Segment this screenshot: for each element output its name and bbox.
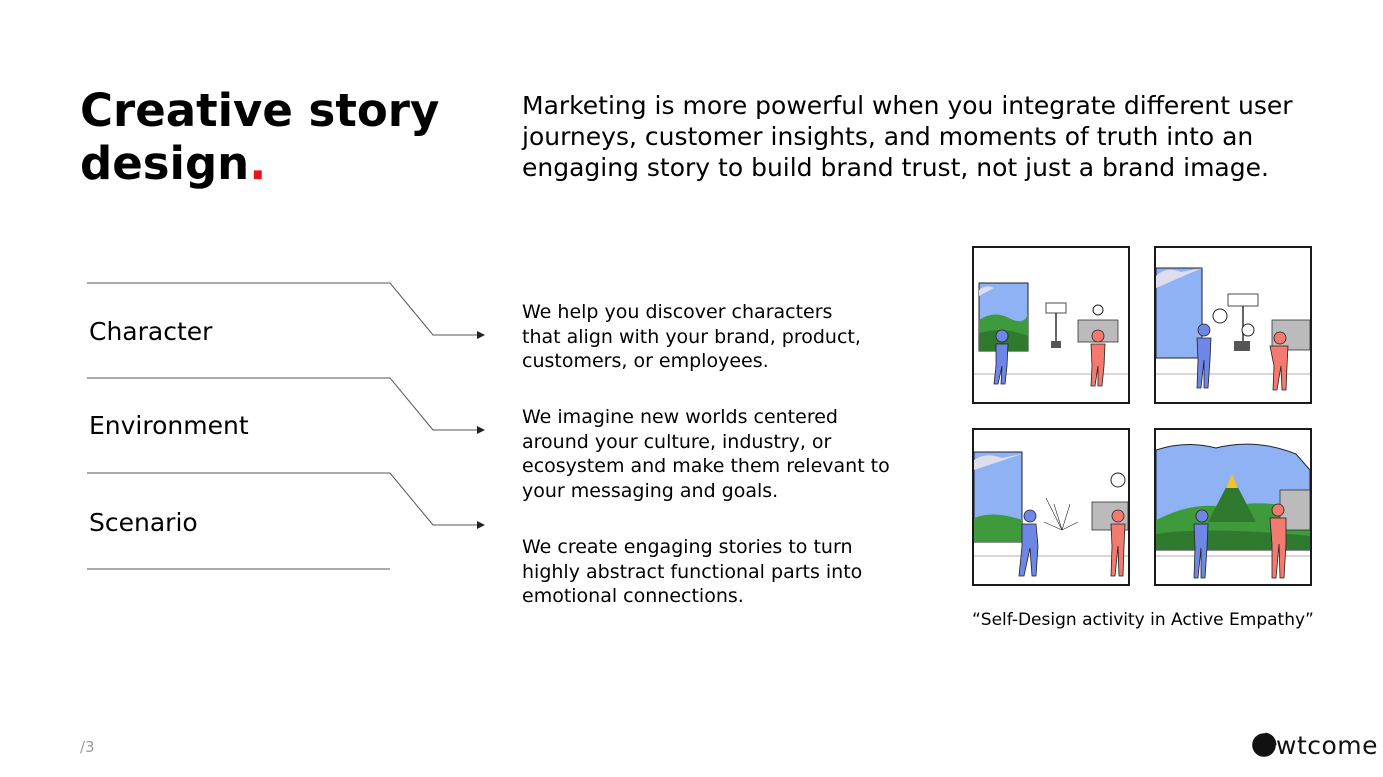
- page-number: /3: [80, 738, 95, 756]
- intro-paragraph: Marketing is more powerful when you inte…: [522, 91, 1293, 182]
- comic-panel-1: [972, 246, 1130, 404]
- connector-scenario: [87, 472, 485, 529]
- comic-panel-2: [1154, 246, 1312, 404]
- pillar-description-character: We help you discover characters that ali…: [522, 301, 861, 372]
- comic-panel-3: [972, 428, 1130, 586]
- page-title: Creative story design.: [80, 84, 500, 190]
- pillar-connectors: [87, 282, 485, 570]
- comic-caption: “Self-Design activity in Active Empathy”: [972, 610, 1314, 630]
- pillar-description-scenario: We create engaging stories to turn highl…: [522, 536, 863, 607]
- title-accent-dot: .: [249, 137, 267, 190]
- connector-environment: [87, 377, 485, 434]
- pillar-label-environment: Environment: [89, 411, 249, 440]
- pillar-label-character: Character: [89, 317, 213, 346]
- pillar-description-environment: We imagine new worlds centered around yo…: [522, 406, 890, 502]
- comic-panel-4: [1154, 428, 1312, 586]
- logo-text: wtcome: [1276, 730, 1379, 760]
- connector-character: [87, 282, 485, 339]
- pillar-label-scenario: Scenario: [89, 508, 198, 537]
- page-title-text: Creative story design: [80, 84, 440, 190]
- brand-logo: wtcome: [1250, 728, 1378, 762]
- logo-circle-icon: [1250, 731, 1278, 759]
